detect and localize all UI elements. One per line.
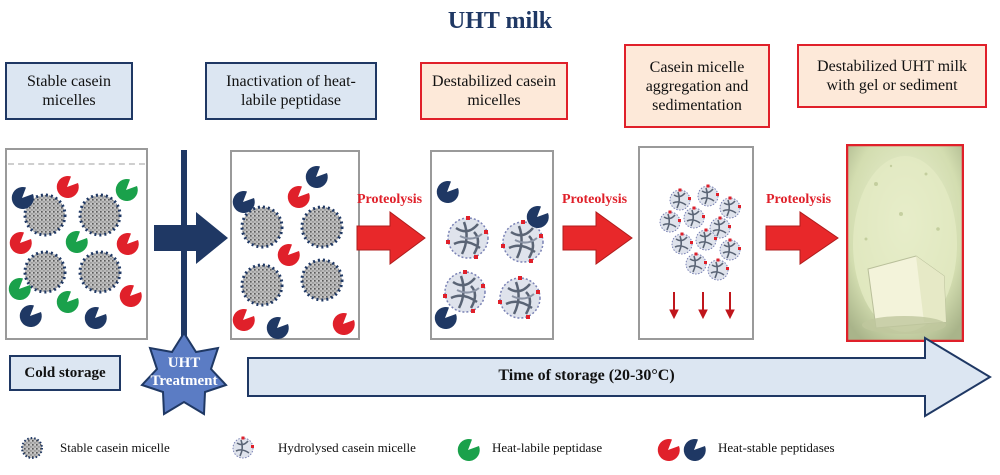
stage-aggregation-box: Casein micelle aggregation and sedimenta… <box>624 44 770 128</box>
panel2-particles <box>232 166 355 340</box>
legend-heat-labile-label: Heat-labile peptidase <box>492 440 603 455</box>
time-arrow <box>247 336 992 418</box>
proteolysis-label-2: Proteolysis <box>562 192 628 207</box>
proteolysis-label-1: Proteolysis <box>357 192 423 207</box>
diagram-title: UHT milk <box>447 8 553 34</box>
navy-arrow <box>154 212 228 264</box>
panel3-particles <box>434 181 549 330</box>
uht-treatment-label: UHT Treatment <box>140 354 228 390</box>
legend-heat-stable-label: Heat-stable peptidases <box>718 440 835 455</box>
legend-hydrolysed-label: Hydrolysed casein micelle <box>278 440 416 455</box>
panel1-particles <box>8 176 142 330</box>
milk-surface-line <box>8 163 145 165</box>
gel-photo <box>846 144 964 342</box>
uht-star <box>140 331 228 416</box>
cold-storage-label: Cold storage <box>24 364 106 381</box>
proteolysis-arrow-2 <box>562 211 633 265</box>
time-of-storage-label: Time of storage (20-30°C) <box>498 367 675 384</box>
uht-label-line1: UHT <box>167 355 201 371</box>
legend-stable-label: Stable casein micelle <box>60 440 170 455</box>
proteolysis-arrow-1 <box>356 211 426 265</box>
uht-label-line2: Treatment <box>150 373 218 389</box>
stage-stable-label: Stable casein micelles <box>27 73 111 109</box>
stage-gel-label: Destabilized UHT milk with gel or sedime… <box>817 58 967 94</box>
stage-stable-box: Stable casein micelles <box>5 62 133 120</box>
stage-inactivation-box: Inactivation of heat-labile peptidase <box>205 62 377 120</box>
stage-aggregation-label: Casein micelle aggregation and sedimenta… <box>645 58 749 114</box>
cold-storage-box: Cold storage <box>9 355 121 391</box>
stage-destabilized-label: Destabilized casein micelles <box>432 73 556 109</box>
stage-inactivation-label: Inactivation of heat-labile peptidase <box>226 73 356 109</box>
panel4-particles <box>659 183 742 320</box>
stage-destabilized-box: Destabilized casein micelles <box>420 62 568 120</box>
proteolysis-arrow-3 <box>765 211 839 265</box>
stage-gel-box: Destabilized UHT milk with gel or sedime… <box>797 44 987 108</box>
proteolysis-label-3: Proteolysis <box>766 192 832 207</box>
